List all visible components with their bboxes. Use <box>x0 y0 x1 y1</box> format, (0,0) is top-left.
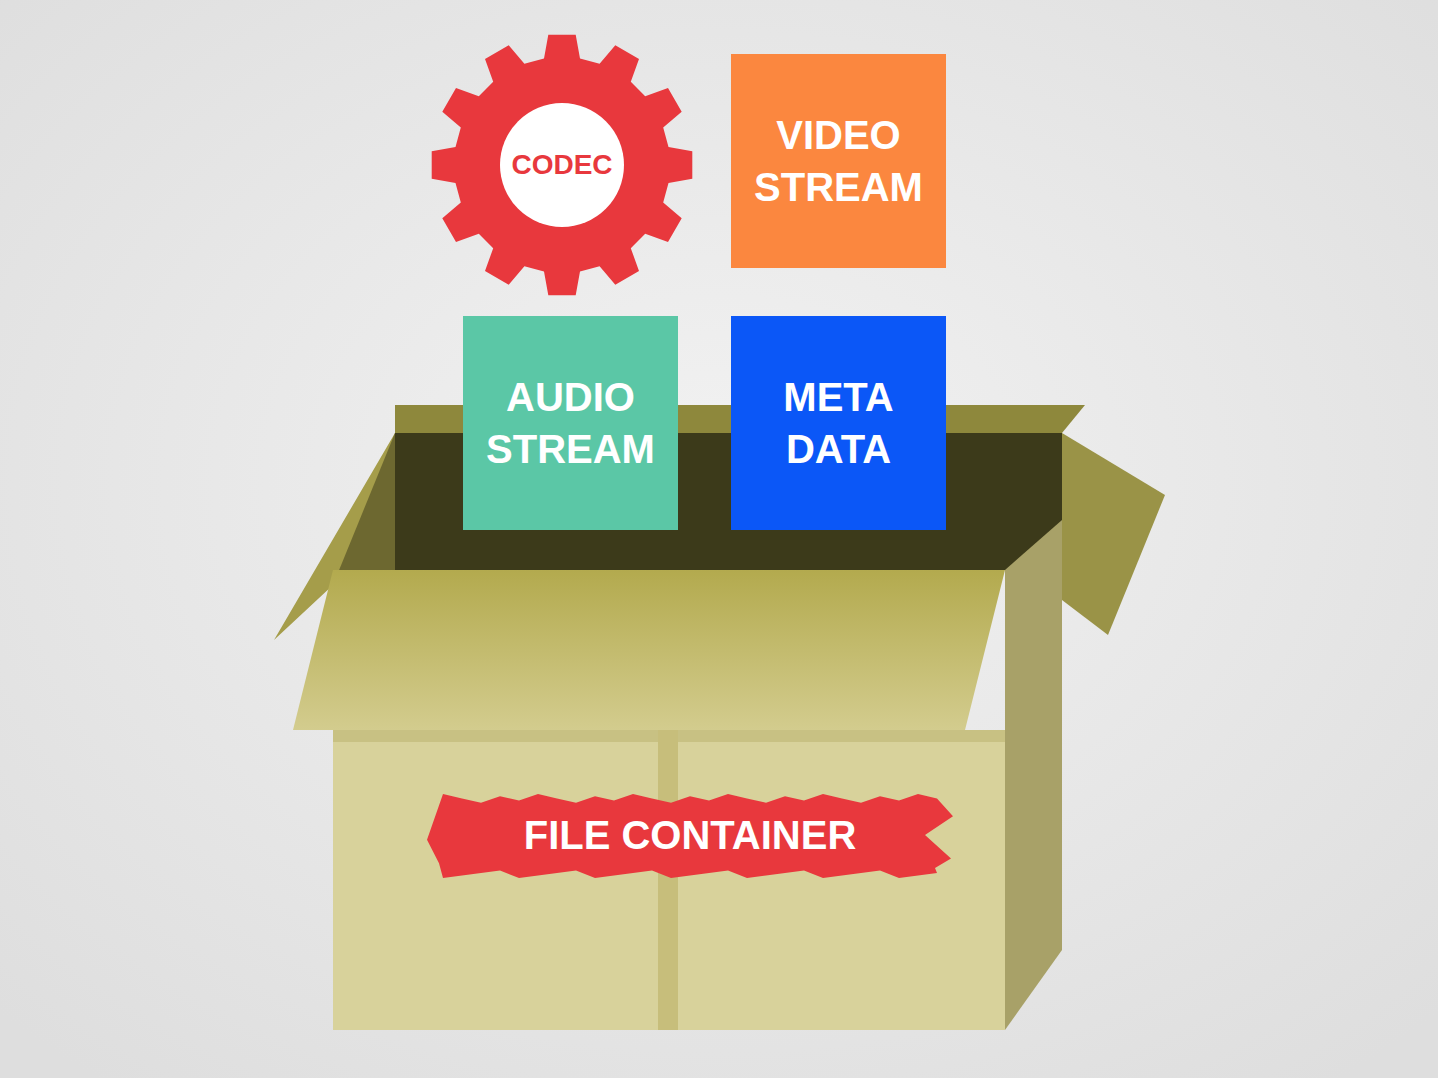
text-holder: VIDEO STREAM <box>739 109 939 213</box>
node-label: FILE CONTAINER <box>524 809 857 861</box>
text-holder: FILE CONTAINER <box>524 809 857 861</box>
video-stream-box: VIDEO STREAM <box>731 54 946 268</box>
node-label: META DATA <box>739 371 939 475</box>
text-holder: CODEC <box>511 147 612 183</box>
text-holder: META DATA <box>739 371 939 475</box>
audio-stream-box: AUDIO STREAM <box>463 316 678 530</box>
file-container-label: FILE CONTAINER <box>425 788 955 882</box>
node-label: VIDEO STREAM <box>739 109 939 213</box>
metadata-box: META DATA <box>731 316 946 530</box>
codec-gear: CODEC <box>430 33 694 297</box>
node-label: AUDIO STREAM <box>471 371 671 475</box>
text-holder: AUDIO STREAM <box>471 371 671 475</box>
node-label: CODEC <box>511 147 612 183</box>
